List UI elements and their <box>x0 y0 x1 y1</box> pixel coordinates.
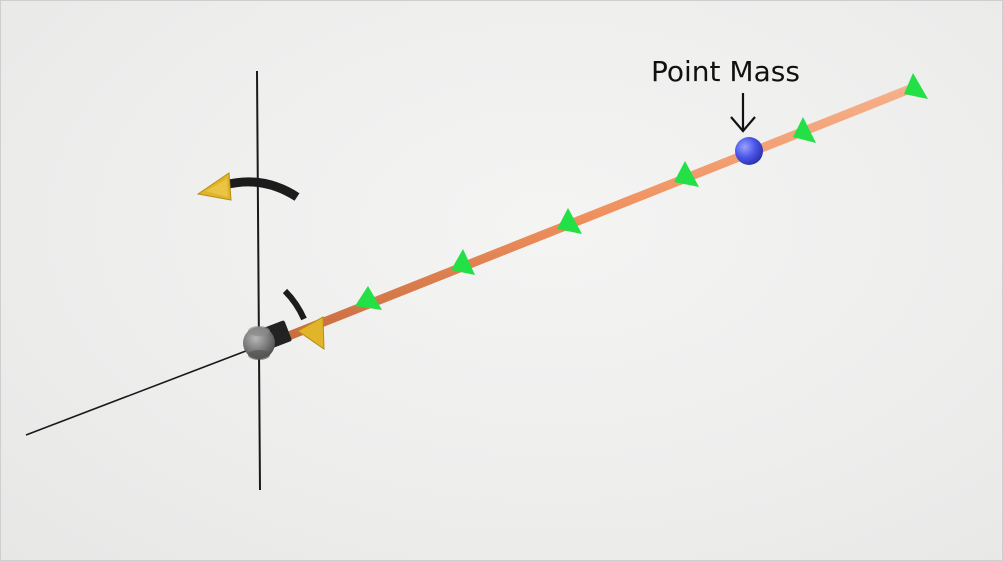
point-mass-pointer-down-arrow-icon <box>730 93 756 133</box>
rotation-arrow-beam-icon <box>282 288 325 350</box>
joint-icon <box>243 320 292 360</box>
triangle-marker-icon <box>904 73 928 99</box>
triangle-marker-icon <box>793 117 816 143</box>
triangle-marker-icon <box>674 161 699 187</box>
point-mass-label: Point Mass <box>651 55 800 88</box>
point-mass-sphere-icon <box>735 137 763 165</box>
triangle-marker-icon <box>355 286 382 310</box>
horizontal-axis-line <box>25 345 260 436</box>
vertical-axis-line <box>256 70 261 491</box>
triangle-marker-icon <box>557 208 582 234</box>
beam <box>281 82 920 342</box>
node-markers <box>355 73 928 310</box>
rotation-arrow-vertical-icon <box>196 172 300 201</box>
triangle-marker-icon <box>451 249 475 275</box>
